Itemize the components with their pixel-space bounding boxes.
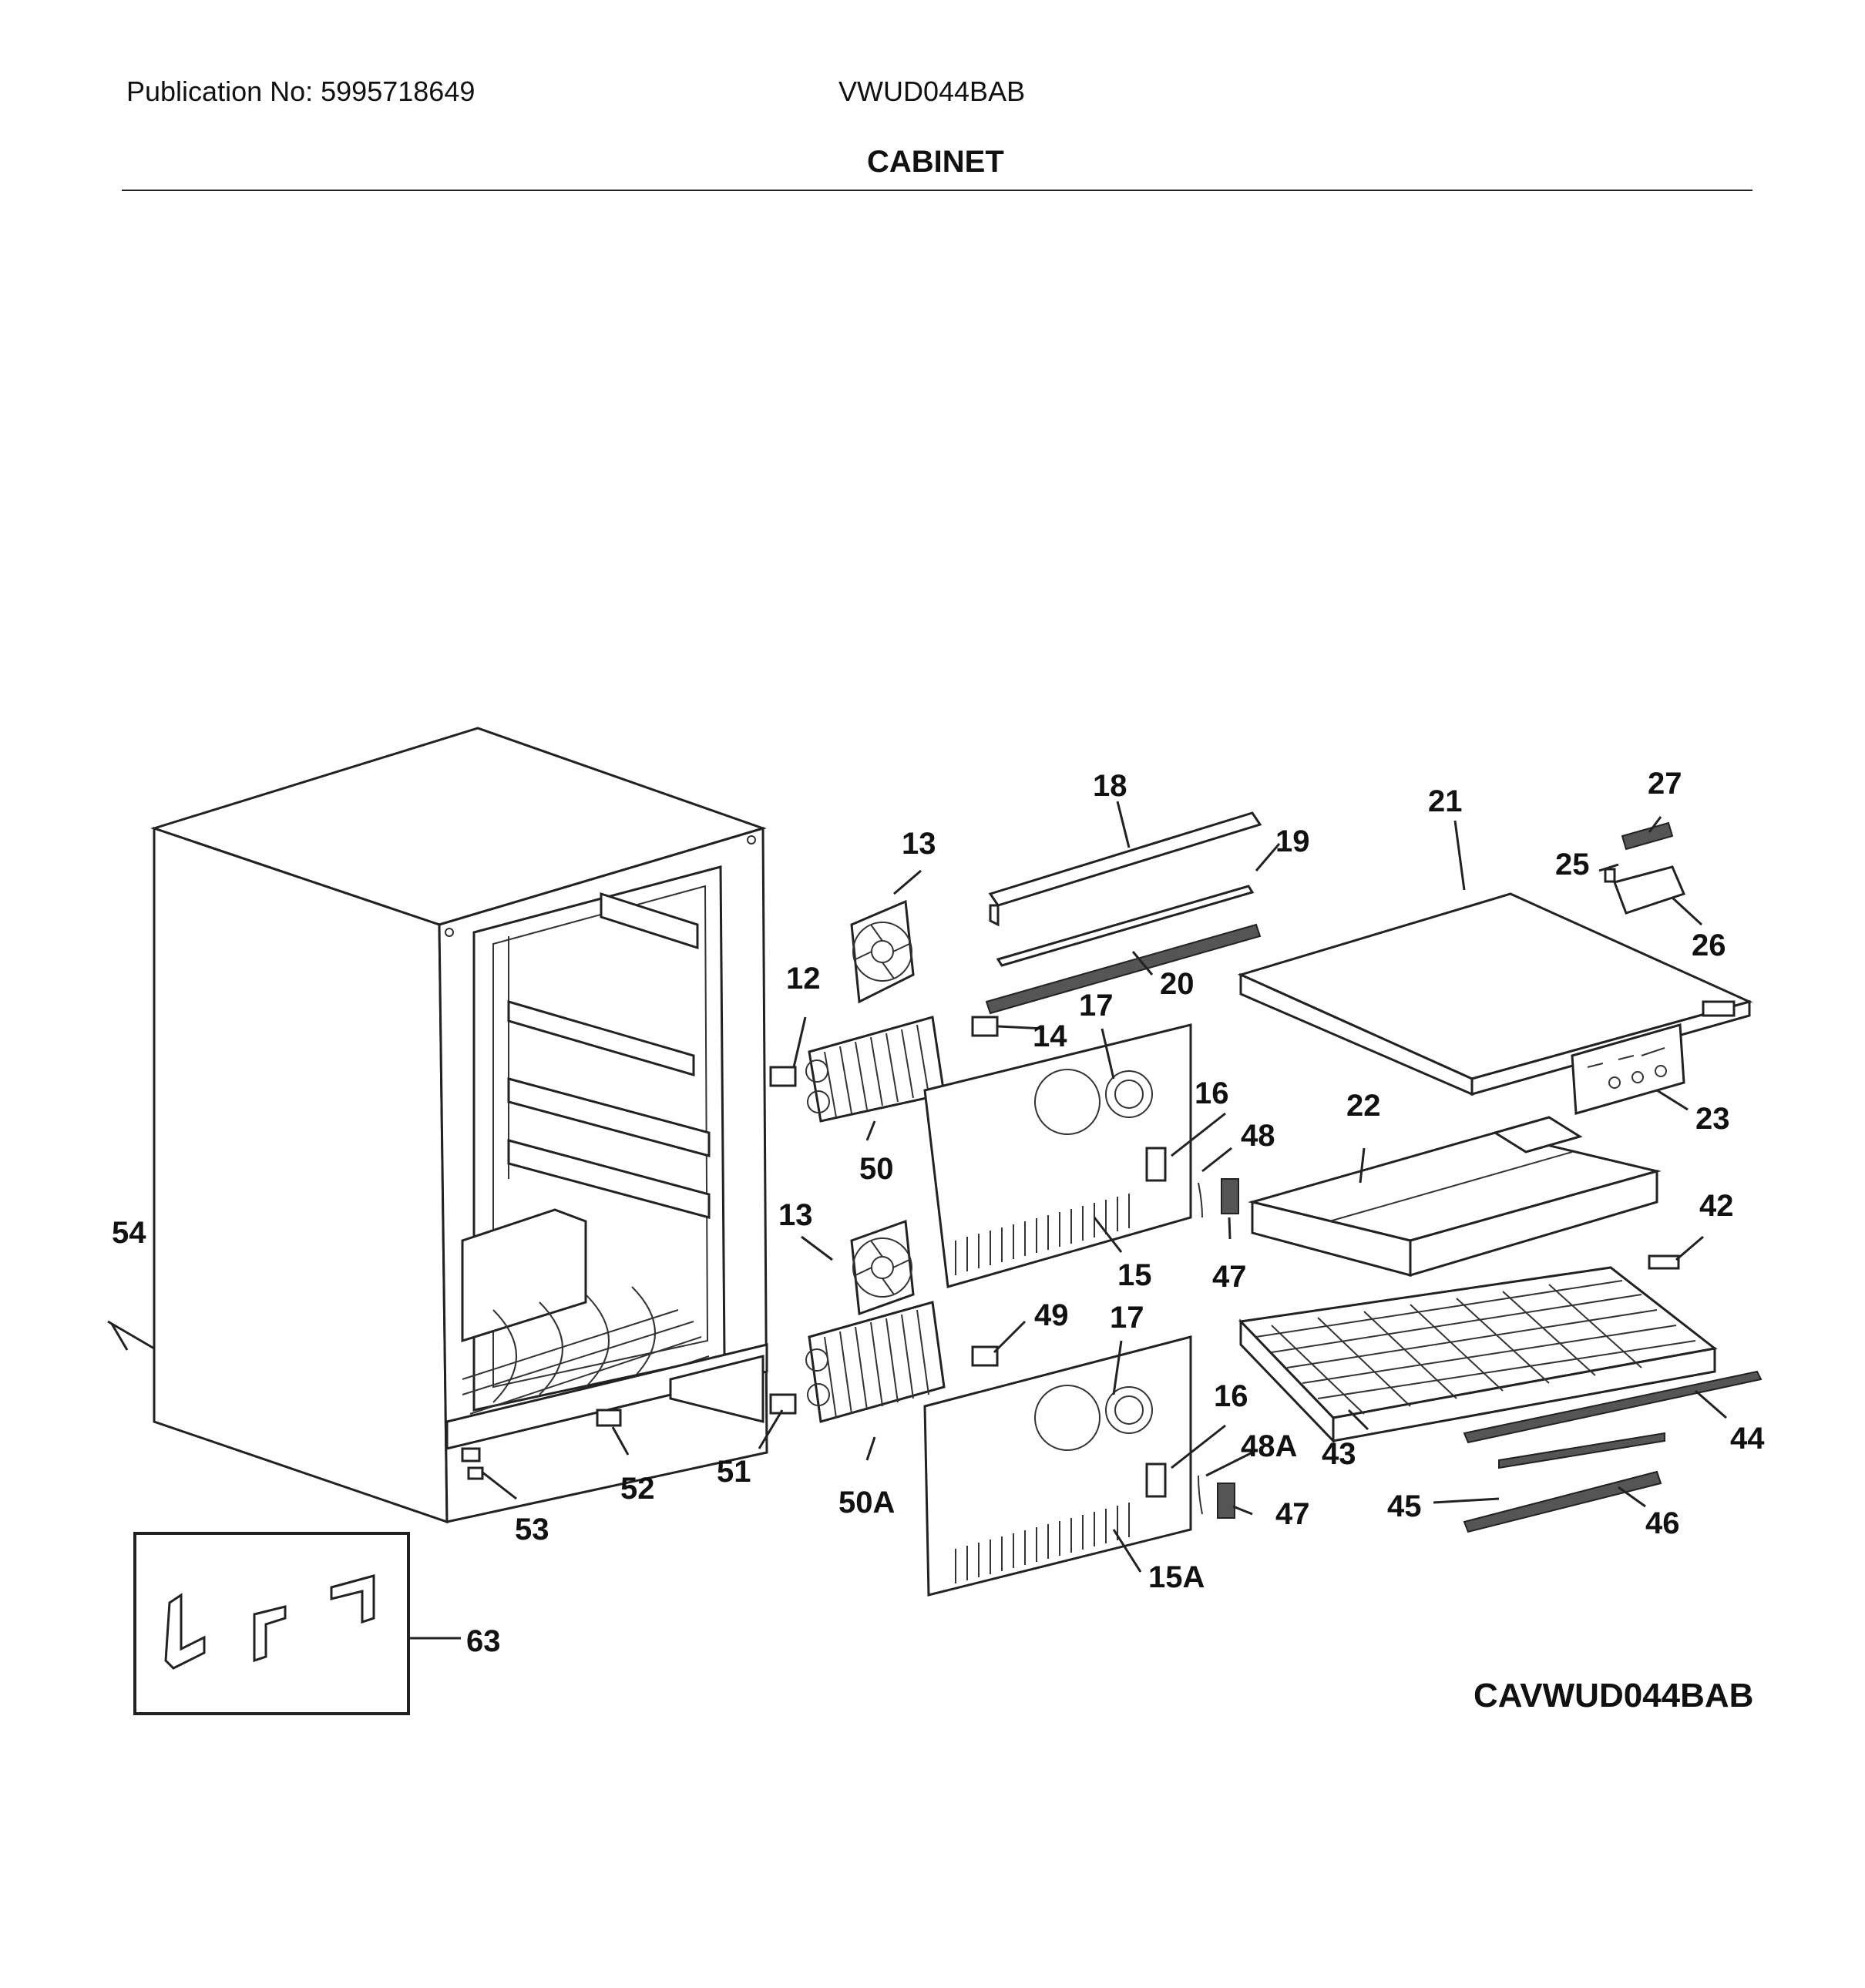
callout-50: 50 — [859, 1152, 894, 1186]
callout-63: 63 — [466, 1624, 501, 1658]
callout-42: 42 — [1699, 1189, 1734, 1223]
callout-48: 48 — [1241, 1119, 1275, 1153]
part-27-filter — [1621, 821, 1674, 851]
callout-22: 22 — [1346, 1089, 1381, 1123]
callout-labels: 18 19 20 21 27 25 26 13 12 14 17 16 48 2… — [112, 767, 1765, 1658]
header-divider — [122, 190, 1752, 191]
callout-52: 52 — [620, 1472, 655, 1506]
callout-46: 46 — [1645, 1506, 1680, 1540]
part-49-block — [971, 1345, 999, 1367]
part-42-clip — [1648, 1254, 1680, 1270]
power-cord — [107, 1320, 155, 1350]
upper-thermostat — [1198, 1178, 1239, 1218]
part-46-rail — [1463, 1470, 1662, 1533]
callout-48a: 48A — [1241, 1429, 1297, 1463]
top-rail — [988, 811, 1262, 927]
callout-16-upper: 16 — [1195, 1076, 1229, 1110]
lower-evaporator — [805, 1301, 946, 1423]
lower-fan-assembly — [850, 1219, 915, 1316]
callout-47-upper: 47 — [1212, 1260, 1247, 1294]
upper-fan-assembly — [850, 899, 915, 1004]
part-26-housing — [1613, 865, 1686, 915]
callout-19: 19 — [1275, 824, 1310, 858]
part-63-hardware-kit — [133, 1532, 461, 1715]
cabinet-body — [150, 727, 768, 1524]
callout-54: 54 — [112, 1216, 146, 1250]
part-53-hinge-pin — [461, 1447, 517, 1500]
callout-53: 53 — [515, 1513, 549, 1546]
callout-50a: 50A — [838, 1486, 895, 1520]
publication-number: Publication No: 5995718649 — [126, 76, 475, 107]
lower-rear-panel — [923, 1335, 1192, 1597]
part-12-block — [769, 1066, 797, 1087]
part-45-rail — [1498, 1432, 1665, 1469]
part-51-block — [769, 1393, 797, 1415]
drawer-tray — [1238, 1266, 1718, 1444]
part-44-strip — [1463, 1370, 1763, 1444]
part-25-clip — [1604, 868, 1616, 883]
callout-27: 27 — [1648, 767, 1682, 801]
callout-43: 43 — [1322, 1437, 1356, 1471]
callout-44: 44 — [1730, 1422, 1765, 1456]
callout-18: 18 — [1093, 769, 1127, 803]
part-52-clip — [596, 1409, 630, 1456]
callout-51: 51 — [717, 1455, 751, 1489]
callout-12: 12 — [786, 962, 821, 996]
upper-rear-panel — [923, 1023, 1192, 1288]
callout-49: 49 — [1034, 1298, 1069, 1332]
leader-lines — [758, 801, 1727, 1573]
part-14-block — [971, 1016, 999, 1037]
control-board — [1571, 1023, 1685, 1115]
callout-13-lower: 13 — [778, 1198, 813, 1232]
diagram-code: CAVWUD044BAB — [1474, 1677, 1754, 1714]
callout-15: 15 — [1117, 1258, 1152, 1292]
callout-17-lower: 17 — [1110, 1301, 1144, 1335]
callout-17-upper: 17 — [1079, 989, 1114, 1023]
callout-23: 23 — [1695, 1102, 1730, 1136]
callout-25: 25 — [1555, 848, 1590, 882]
callout-20: 20 — [1160, 967, 1195, 1001]
seal-strip — [985, 923, 1262, 1015]
callout-16-lower: 16 — [1214, 1379, 1248, 1413]
page-title: CABINET — [867, 145, 1004, 179]
rail-strip — [996, 885, 1255, 967]
callout-47-lower: 47 — [1275, 1497, 1310, 1531]
callout-45: 45 — [1387, 1489, 1422, 1523]
insulation-lid — [1248, 1116, 1662, 1278]
callout-14: 14 — [1033, 1019, 1067, 1053]
model-number: VWUD044BAB — [838, 76, 1026, 107]
callout-26: 26 — [1692, 929, 1726, 962]
callout-21: 21 — [1428, 784, 1463, 818]
lower-thermostat — [1198, 1475, 1235, 1519]
upper-evaporator — [805, 1016, 946, 1123]
callout-15a: 15A — [1148, 1560, 1205, 1594]
callout-13-upper: 13 — [902, 827, 936, 861]
